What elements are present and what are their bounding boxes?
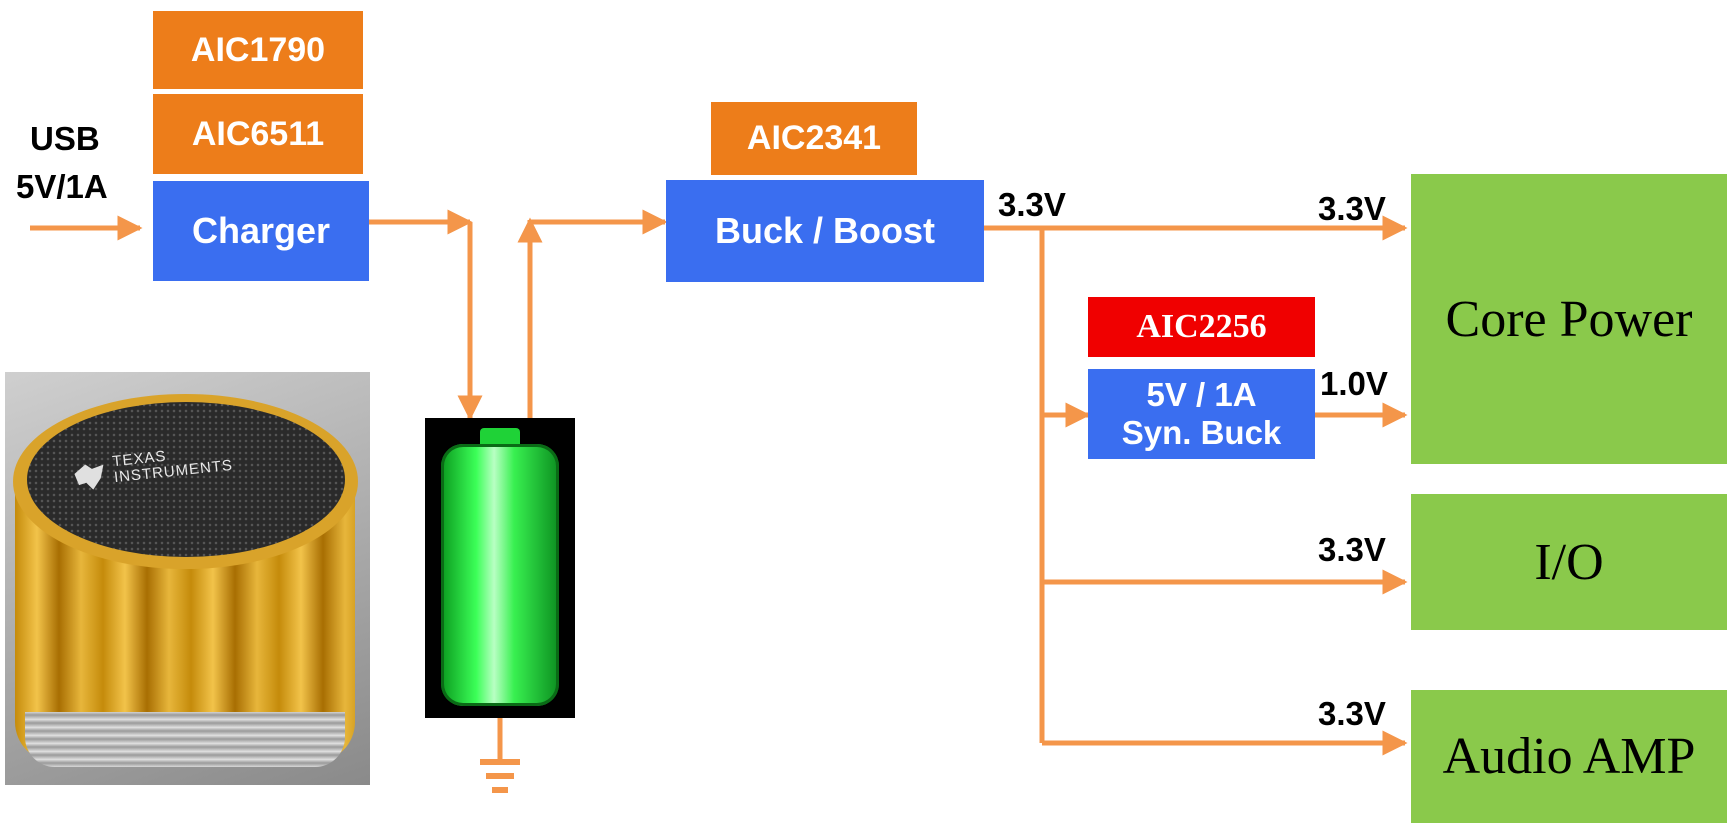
syn-buck-rating: 5V / 1A	[1146, 376, 1257, 414]
core-power-block: Core Power	[1411, 174, 1727, 464]
buck-boost-block: Buck / Boost	[666, 180, 984, 282]
ground-icon	[480, 759, 520, 793]
core-input-voltage: 3.3V	[1318, 190, 1386, 227]
syn-buck-block: 5V / 1A Syn. Buck	[1088, 369, 1315, 459]
usb-rating-label: 5V/1A	[16, 168, 108, 205]
chip-aic2341: AIC2341	[711, 102, 917, 175]
buck-output-voltage: 1.0V	[1320, 365, 1388, 402]
amp-input-voltage: 3.3V	[1318, 695, 1386, 732]
chip-aic2256: AIC2256	[1088, 297, 1315, 357]
battery-cap	[480, 428, 520, 446]
io-input-voltage: 3.3V	[1318, 531, 1386, 568]
bb-output-voltage: 3.3V	[998, 186, 1066, 223]
io-block: I/O	[1411, 494, 1727, 630]
battery-image	[425, 418, 575, 718]
syn-buck-type: Syn. Buck	[1121, 414, 1282, 451]
chip-aic1790: AIC1790	[153, 11, 363, 89]
usb-label: USB	[30, 120, 100, 157]
speaker-photo: TEXAS INSTRUMENTS	[5, 372, 370, 785]
chip-aic6511: AIC6511	[153, 94, 363, 174]
battery-cell-icon	[441, 444, 559, 706]
audio-amp-block: Audio AMP	[1411, 690, 1727, 823]
speaker-grill	[27, 402, 345, 557]
speaker-base	[25, 712, 345, 767]
charger-block: Charger	[153, 181, 369, 281]
